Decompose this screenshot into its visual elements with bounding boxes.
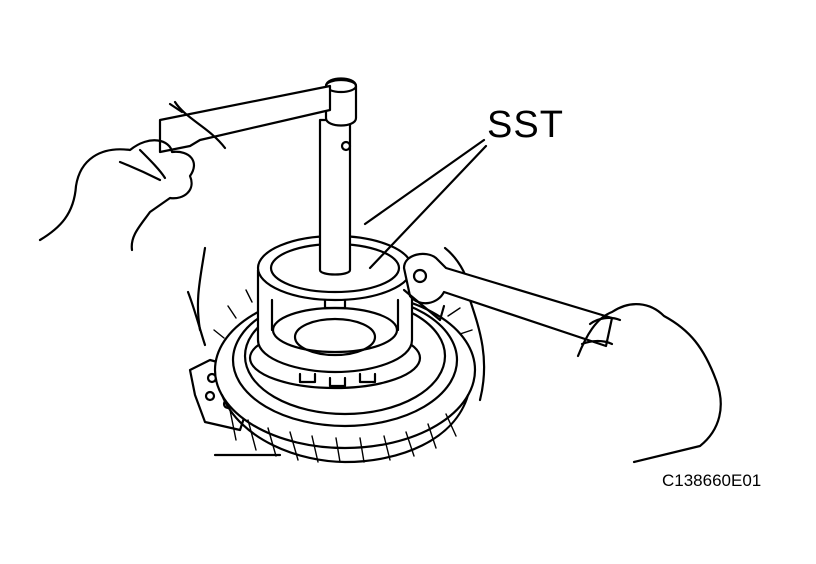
spanner-wrench [402,252,614,348]
t-handle-bar [158,84,332,154]
right-hand [576,303,722,464]
left-hand [38,139,196,252]
sst-shaft [318,77,358,276]
callout-leader-lines [363,138,488,270]
sst-ring-tool [248,234,422,390]
figure-code: C138660E01 [662,471,762,490]
sst-callout-label: SST [487,104,564,146]
